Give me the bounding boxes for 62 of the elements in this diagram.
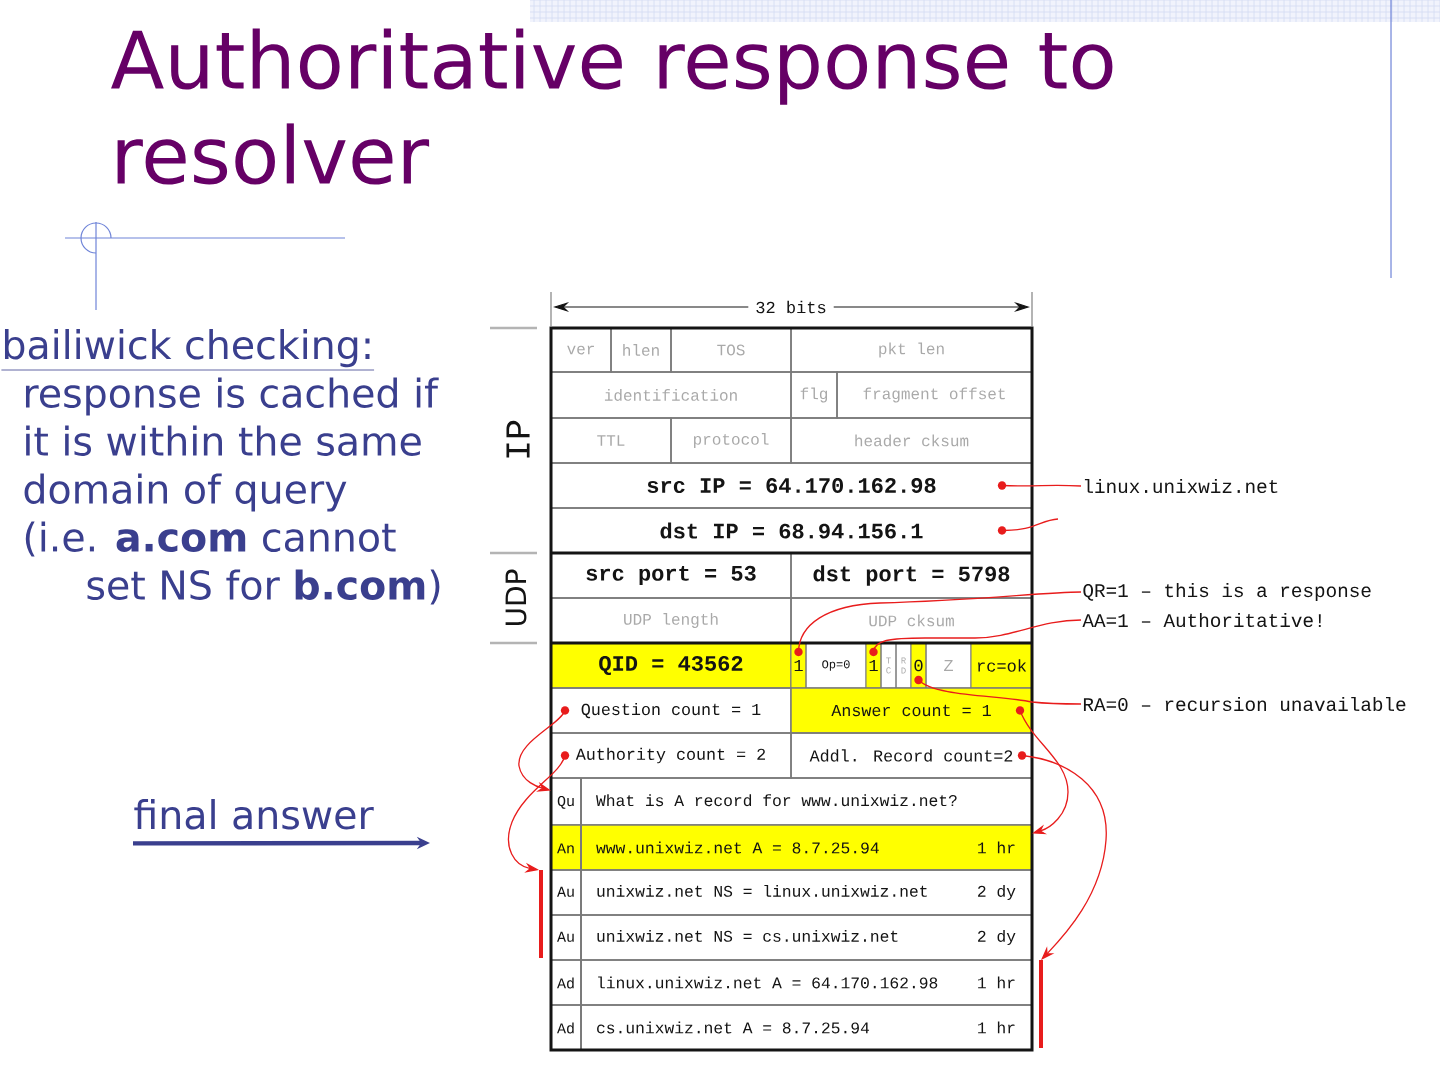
count-field: Addl. Record count=2 [790, 732, 1033, 779]
arrow [1015, 706, 1069, 835]
record-row [550, 959, 1033, 1006]
header-field: TTL [550, 417, 672, 464]
annotation-text: RA=0 – recursion unavailable [1083, 696, 1406, 712]
header-field: identification [550, 371, 792, 419]
ttl-text: 1 hr [978, 976, 1015, 989]
flag-field: rc=ok [970, 642, 1033, 689]
header-field: hlen [610, 327, 672, 373]
header-field: src IP = 64.170.162.98 [550, 462, 1033, 509]
record-type: Au [557, 886, 574, 897]
record-type: Ad [557, 977, 574, 989]
section-label: UDP [505, 569, 527, 625]
count-field: Authority count = 2 [550, 732, 792, 779]
record-text: unixwiz.net NS = linux.unixwiz.net [597, 884, 927, 897]
section-label: IP [506, 420, 530, 458]
header-field: header cksum [790, 417, 1033, 464]
arrow [507, 751, 570, 873]
record-text: www.unixwiz.net A = 8.7.25.94 [596, 841, 879, 854]
record-text: unixwiz.net NS = cs.unixwiz.net [597, 929, 898, 942]
header-field: UDP cksum [790, 597, 1033, 644]
header-field: UDP length [550, 597, 792, 644]
ttl-text: 2 dy [978, 929, 1016, 946]
header-field: ver [550, 327, 612, 373]
heading-text: bailiwick checking: [1, 329, 375, 371]
ttl-text: 1 hr [978, 1021, 1015, 1034]
record-type: Ad [557, 1022, 574, 1034]
record-row [550, 777, 1033, 826]
ttl-text: 2 dy [978, 884, 1016, 901]
header-field: TOS [670, 327, 792, 373]
leader-line [914, 675, 1082, 705]
header-field: dst port = 5798 [790, 552, 1033, 599]
record-type: Au [557, 931, 574, 942]
record-row [550, 869, 1033, 916]
record-row [550, 824, 1033, 871]
header-field: flg [790, 371, 838, 419]
header-field: fragment offset [836, 371, 1033, 419]
arrow [1017, 751, 1107, 960]
header-field: src port = 53 [550, 552, 792, 599]
header-field: dst IP = 68.94.156.1 [550, 507, 1033, 554]
dimension-label: 32 bits [748, 298, 834, 316]
record-text: linux.unixwiz.net A = 64.170.162.98 [598, 976, 938, 989]
slide-title: Authoritative response to resolver [111, 28, 1113, 185]
body-text: (i.e. a.com cannot set NS for b.com) [25, 521, 440, 605]
ttl-text: 1 hr [978, 841, 1015, 854]
leader-line [997, 518, 1059, 535]
arrow [518, 706, 570, 792]
record-text: What is A record for www.unixwiz.net? [596, 794, 957, 807]
leader-line [794, 591, 1082, 657]
leader-line [997, 481, 1082, 490]
record-type: An [557, 843, 574, 854]
leader-line [869, 619, 1082, 657]
record-type: Qu [557, 795, 574, 809]
record-text: cs.unixwiz.net A = 8.7.25.94 [597, 1021, 870, 1034]
annotation-text: linux.unixwiz.net [1084, 478, 1278, 494]
annotation-text: QR=1 – this is a response [1083, 583, 1371, 601]
record-row [550, 1004, 1033, 1051]
header-field: pkt len [790, 327, 1033, 373]
header-field: protocol [670, 417, 792, 464]
annotation-text: AA=1 – Authoritative! [1082, 612, 1321, 628]
callout-text: final answer [134, 799, 374, 830]
record-row [550, 914, 1033, 961]
